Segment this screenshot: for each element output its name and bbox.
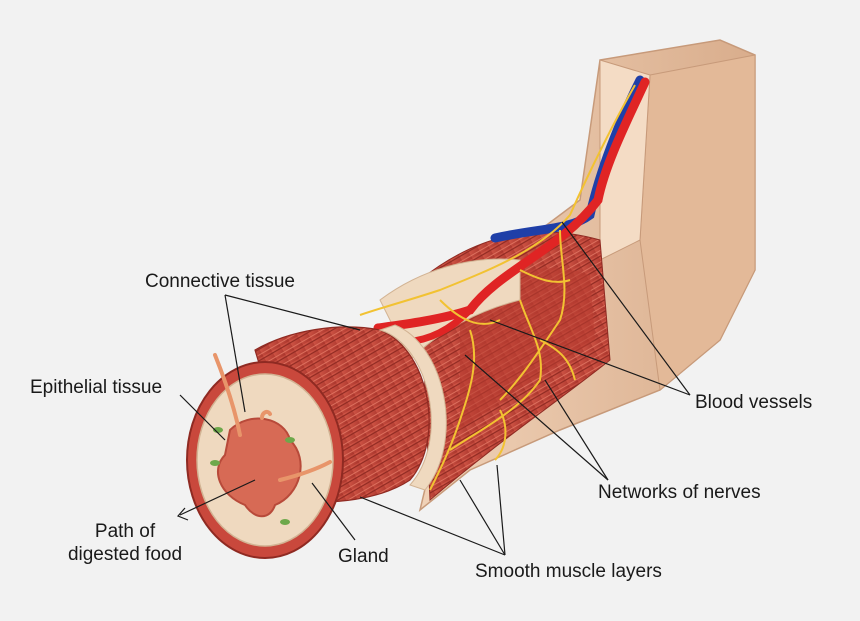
label-path-of-digested-food-line-1: Path of — [94, 521, 156, 542]
label-gland: Gland — [338, 546, 389, 567]
label-blood-vessels: Blood vessels — [695, 392, 813, 413]
label-networks-of-nerves: Networks of nerves — [598, 482, 761, 503]
glands — [213, 353, 332, 482]
leader-lines — [176, 221, 691, 556]
cross-section-face — [186, 361, 344, 559]
label-path-of-digested-food-line-2: digested food — [67, 544, 183, 565]
nerve-networks — [359, 84, 636, 491]
label-connective-tissue: Connective tissue — [145, 271, 295, 292]
label-smooth-muscle-layers: Smooth muscle layers — [475, 561, 662, 582]
lumen — [216, 417, 302, 518]
label-path-of-digested-food: Path of digested food — [55, 520, 195, 566]
connective-tissue-ring — [378, 324, 447, 491]
label-epithelial-tissue: Epithelial tissue — [30, 377, 163, 398]
